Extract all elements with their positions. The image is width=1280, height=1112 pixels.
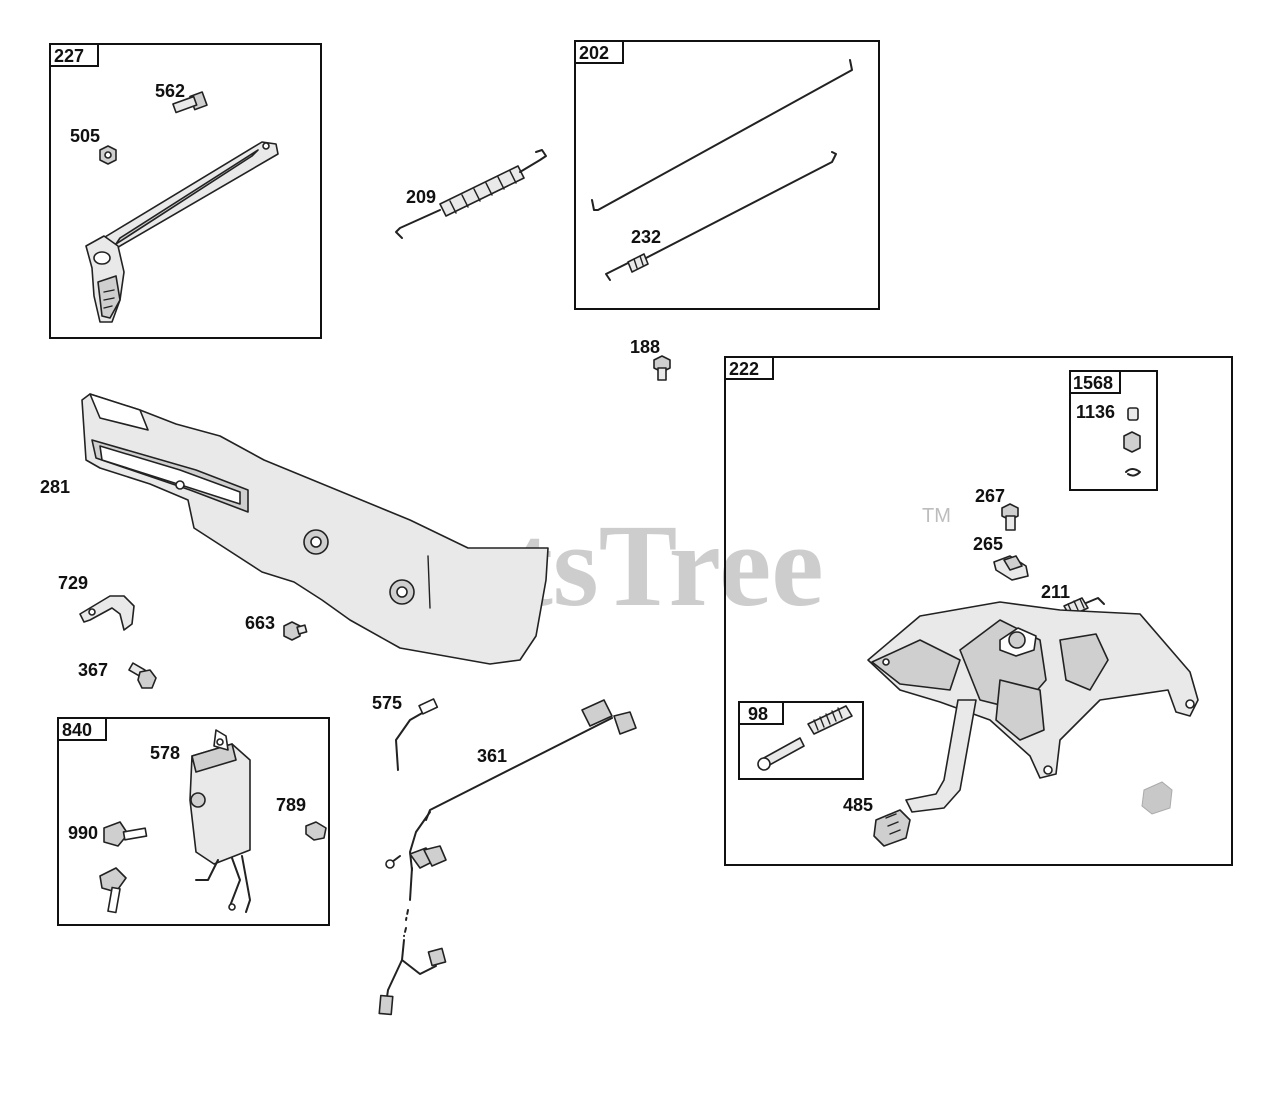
callout-232[interactable]: 232 xyxy=(631,227,661,247)
part-1136-fasteners[interactable] xyxy=(1123,407,1141,477)
part-281-shroud[interactable] xyxy=(81,393,549,665)
box-label-98: 98 xyxy=(748,704,768,724)
part-265-clip[interactable] xyxy=(993,555,1029,581)
box-label-202: 202 xyxy=(579,43,609,63)
part-729-clamp[interactable] xyxy=(79,595,135,631)
callout-575[interactable]: 578 xyxy=(150,743,180,763)
callout-367[interactable]: 367 xyxy=(78,660,108,680)
callout-562[interactable]: 562 xyxy=(155,81,185,101)
part-209-spring[interactable] xyxy=(395,149,547,239)
box-222[interactable]: 222 xyxy=(724,356,1233,866)
part-663-bolt[interactable] xyxy=(283,621,308,641)
callout-505[interactable]: 505 xyxy=(70,126,100,146)
watermark-trademark: TM xyxy=(922,505,951,527)
part-202-rod[interactable] xyxy=(591,59,853,211)
part-789-harness[interactable] xyxy=(378,699,637,1016)
callout-211[interactable]: 211 xyxy=(1041,582,1070,602)
callout-265[interactable]: 265 xyxy=(973,534,1003,554)
box-98[interactable]: 98 xyxy=(738,701,864,780)
box-label-840: 840 xyxy=(62,720,92,740)
part-267-bolt[interactable] xyxy=(1001,503,1019,531)
callout-789[interactable]: 361 xyxy=(477,746,507,766)
callout-990[interactable]: 990 xyxy=(68,823,98,843)
box-227[interactable]: 227 xyxy=(49,43,322,339)
part-485-pedal-pad[interactable] xyxy=(873,809,911,847)
callout-209[interactable]: 209 xyxy=(406,187,436,207)
part-188-bolt[interactable] xyxy=(653,355,671,381)
part-562-bolt[interactable] xyxy=(172,91,208,114)
callout-729[interactable]: 729 xyxy=(58,573,88,593)
box-202[interactable]: 202 xyxy=(574,40,880,310)
callout-578[interactable]: 575 xyxy=(372,693,402,713)
part-232-spring-rod[interactable] xyxy=(605,151,837,281)
box-label-222: 222 xyxy=(729,359,759,379)
callout-663[interactable]: 663 xyxy=(245,613,275,633)
part-98-pin-spring[interactable] xyxy=(757,705,853,771)
callout-361[interactable]: 789 xyxy=(276,795,306,815)
part-990-keys[interactable] xyxy=(99,821,148,914)
box-label-227: 227 xyxy=(54,46,84,66)
callout-1136[interactable]: 1136 xyxy=(1076,402,1115,422)
callout-267[interactable]: 267 xyxy=(975,486,1005,506)
part-505-nut[interactable] xyxy=(99,145,117,165)
part-367-bolt[interactable] xyxy=(128,662,157,689)
box-label-1568: 1568 xyxy=(1073,373,1113,393)
callout-485[interactable]: 485 xyxy=(843,795,873,815)
box-1568[interactable]: 1568 xyxy=(1069,370,1158,491)
part-222-control-bracket[interactable] xyxy=(867,601,1199,813)
callout-281[interactable]: 281 xyxy=(40,477,70,497)
part-227-control-arm[interactable] xyxy=(85,141,279,323)
part-578-cable[interactable] xyxy=(395,698,439,771)
callout-188[interactable]: 188 xyxy=(630,337,660,357)
box-840[interactable]: 840 xyxy=(57,717,330,926)
part-575-ignition-switch[interactable] xyxy=(189,729,251,913)
watermark-logo-icon xyxy=(1141,781,1173,815)
part-361-screw[interactable] xyxy=(305,821,327,841)
